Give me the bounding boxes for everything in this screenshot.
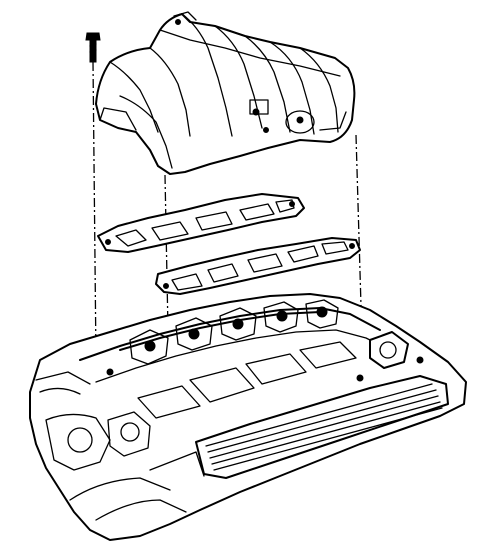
upper-gasket <box>97 193 305 253</box>
lower-intake-manifold <box>29 293 467 541</box>
valve-cover-fins <box>205 383 443 471</box>
lower-gasket <box>155 237 361 295</box>
bolt-icon <box>85 32 101 63</box>
upper-intake-manifold <box>95 11 356 175</box>
